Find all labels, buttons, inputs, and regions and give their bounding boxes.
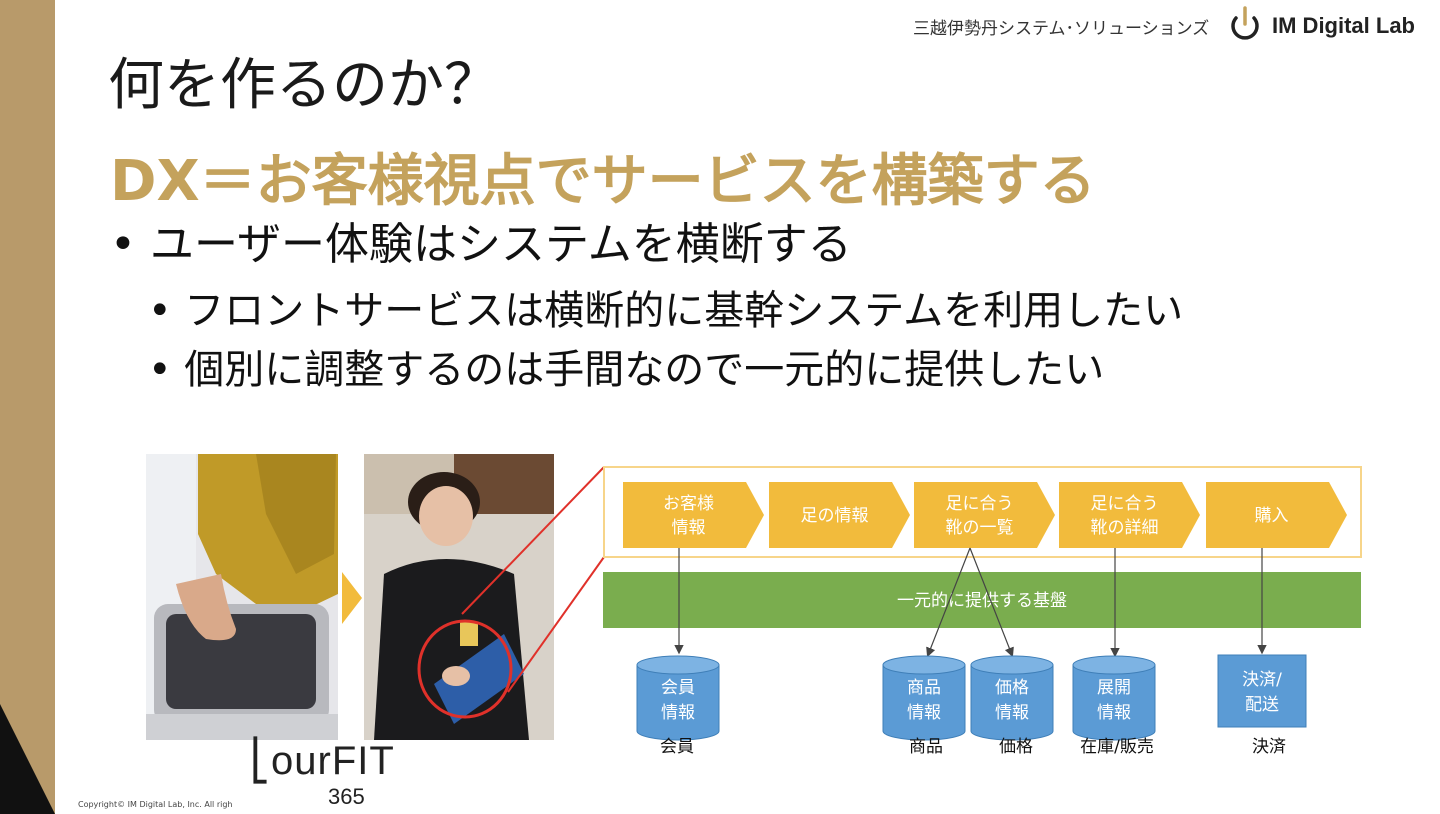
slide-subtitle: DX＝お客様視点でサービスを構築する — [110, 149, 1096, 214]
database-label-3: 情報 — [995, 703, 1029, 723]
bullet-3: • 個別に調整するのは手間なので一元的に提供したい — [148, 347, 1105, 393]
slide-title: 何を作るのか？ — [108, 53, 500, 118]
flow-step-4-label: 靴の詳細 — [1091, 518, 1159, 538]
flow-step-1-label: 情報 — [672, 518, 706, 538]
copyright-text: Copyright© IM Digital Lab, Inc. All righ — [78, 800, 233, 809]
yourfit-logo: ⎣ourFIT — [250, 738, 395, 784]
connector-price — [969, 547, 1014, 658]
database-cylinder-1 — [636, 664, 720, 741]
database-cylinder-top-1 — [636, 655, 720, 675]
flow-step-3-label: 靴の一覧 — [946, 518, 1014, 538]
database-cylinder-4 — [1072, 664, 1156, 741]
front-service-box — [603, 466, 1362, 558]
database-label-4: 情報 — [1097, 703, 1131, 723]
callout-line-bottom — [507, 556, 605, 693]
database-cylinder-top-2 — [882, 655, 966, 675]
logo-text: IM Digital Lab — [1272, 13, 1415, 38]
payment-box — [1217, 654, 1307, 728]
foot-scanner-photo — [146, 454, 338, 740]
database-cylinder-2 — [882, 664, 966, 741]
flow-step-1 — [623, 482, 764, 548]
database-caption-1: 会員 — [660, 737, 694, 757]
flow-step-3 — [914, 482, 1055, 548]
database-caption-3: 価格 — [999, 737, 1033, 757]
database-label-4: 展開 — [1097, 678, 1131, 698]
database-label-2: 情報 — [907, 703, 941, 723]
yourfit-bracket: ⎣ — [250, 739, 271, 783]
flow-step-4 — [1059, 482, 1200, 548]
power-logo-icon — [1231, 6, 1259, 40]
database-cylinder-top-3 — [970, 655, 1054, 675]
database-label-1: 会員 — [661, 678, 695, 698]
connector-product — [926, 547, 971, 658]
database-label-3: 価格 — [995, 678, 1029, 698]
flow-step-5-label: 購入 — [1255, 506, 1289, 526]
payment-line-1: 決済/ — [1242, 670, 1282, 690]
bullet-2: • フロントサービスは横断的に基幹システムを利用したい — [148, 288, 1184, 334]
database-label-2: 商品 — [907, 678, 941, 698]
database-cylinder-top-4 — [1072, 655, 1156, 675]
left-corner-triangle — [0, 704, 55, 814]
flow-step-3-label: 足に合う — [946, 494, 1014, 514]
bullet-1: • ユーザー体験はシステムを横断する — [110, 219, 852, 270]
platform-label: 一元的に提供する基盤 — [897, 591, 1067, 611]
platform-bar — [603, 572, 1361, 628]
database-cylinder-3 — [970, 664, 1054, 741]
flow-arrow-triangle — [342, 572, 362, 624]
database-caption-4: 在庫/販売 — [1080, 737, 1154, 757]
payment-line-2: 配送 — [1245, 695, 1279, 715]
yourfit-name: ourFIT — [271, 739, 395, 783]
tablet-callout-circle — [417, 619, 513, 719]
callout-line-top — [461, 466, 605, 615]
yourfit-number: 365 — [328, 784, 365, 809]
flow-step-1-label: お客様 — [663, 494, 714, 514]
database-label-1: 情報 — [661, 703, 695, 723]
database-caption-2: 商品 — [909, 737, 943, 757]
flow-step-4-label: 足に合う — [1091, 494, 1159, 514]
flow-step-2 — [769, 482, 910, 548]
payment-caption: 決済 — [1252, 737, 1286, 757]
flow-step-2-label: 足の情報 — [801, 506, 869, 526]
company-name: 三越伊勢丹システム･ソリューションズ — [913, 19, 1210, 39]
left-accent-bar — [0, 0, 55, 814]
flow-step-5 — [1206, 482, 1347, 548]
